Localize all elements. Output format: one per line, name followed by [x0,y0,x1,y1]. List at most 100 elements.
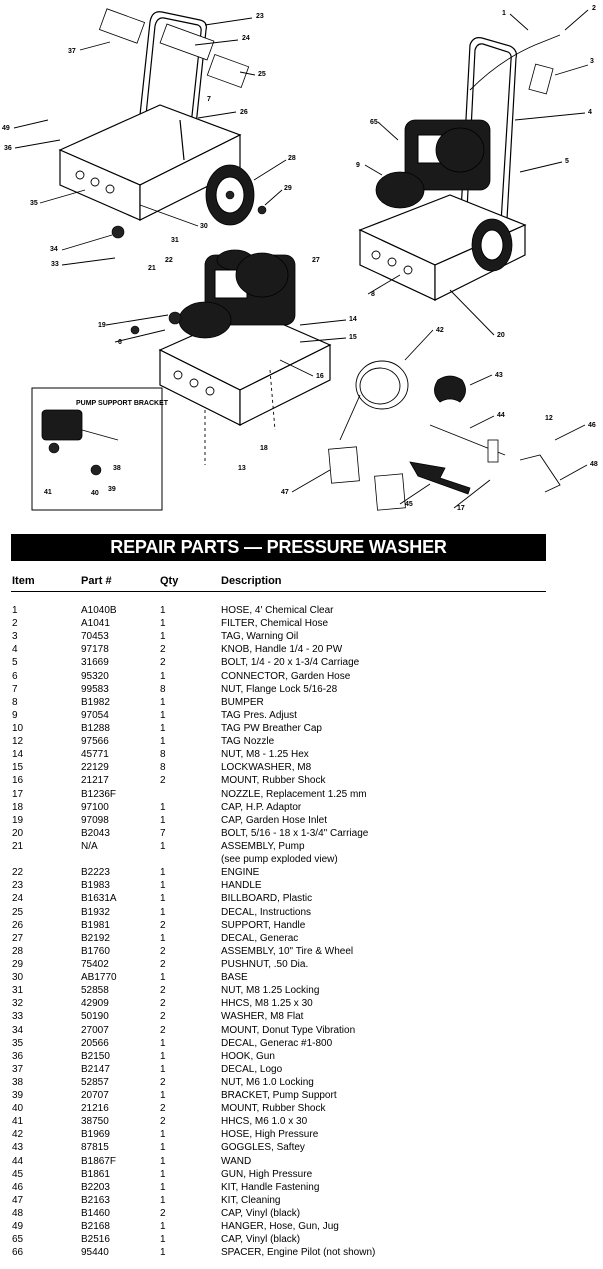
description-cell: SUPPORT, Handle [221,919,306,931]
item-cell: 49 [12,1221,24,1233]
item-cell: 9 [12,709,18,721]
item-cell: 4 [12,644,18,656]
item-cell: 65 [12,1234,24,1246]
description-cell: KNOB, Handle 1/4 - 20 PW [221,644,343,656]
part-number-cell: 97098 [81,814,109,826]
quantity-cell: 1 [160,1234,166,1246]
item-cell: 26 [12,919,24,931]
billboard [159,23,215,61]
quantity-cell: 1 [160,1142,166,1154]
quantity-cell: 2 [160,644,166,656]
item-cell: 44 [12,1155,24,1167]
part-number-cell: B1861 [81,1168,110,1180]
leader-lines [13,9,589,509]
quantity-cell: 1 [160,722,166,734]
part-number-cell: 31669 [81,657,109,669]
description-cell: HHCS, M6 1.0 x 30 [221,1116,308,1128]
item-cell: 17 [12,788,24,800]
item-cell: 41 [12,1116,24,1128]
description-cell: MOUNT, Donut Type Vibration [221,1024,356,1036]
quantity-cell: 2 [160,998,166,1010]
item-cell: 33 [12,1011,24,1023]
description-cell: BILLBOARD, Plastic [221,893,313,905]
part-number-cell: 45771 [81,749,109,761]
description-cell: NUT, M8 1.25 Locking [221,985,320,997]
callout: 37 [68,48,76,55]
decal-logo [98,8,146,44]
callout: 19 [98,322,106,329]
callout: 20 [497,332,505,339]
quantity-cell: 1 [160,1194,166,1206]
item-cell: 43 [12,1142,24,1154]
description-cell: BOLT, 1/4 - 20 x 1-3/4 Carriage [221,657,360,669]
part-number-cell: B2147 [81,1063,110,1075]
description-cell: BRACKET, Pump Support [221,1090,337,1102]
quantity-cell: 1 [160,1247,166,1259]
item-cell: 32 [12,998,24,1010]
quantity-cell: 1 [160,1181,166,1193]
item-cell: 29 [12,958,24,970]
item-cell: 7 [12,683,18,695]
column-header-item: Item [12,575,35,587]
quantity-cell: 1 [160,618,166,630]
callout-labels: 1 2 3 4 5 6 7 8 9 12 13 14 15 16 17 18 1… [2,5,598,512]
item-cell: 36 [12,1050,24,1062]
quantity-cell: 1 [160,736,166,748]
quantity-cell: 8 [160,762,166,774]
callout: 46 [588,422,596,429]
callout: 49 [2,125,10,132]
description-cell: HOOK, Gun [221,1050,275,1062]
description-cell: BUMPER [221,696,264,708]
cleaning-kit-bag-1 [328,446,360,484]
item-cell: 42 [12,1129,24,1141]
diagram-svg: PUMP SUPPORT BRACKET 1 2 [2,5,598,512]
quantity-cell: 1 [160,893,166,905]
tag-warning-oil [528,63,554,95]
part-number-cell: B2203 [81,1181,110,1193]
description-cell: NOZZLE, Replacement 1.25 mm [221,788,367,800]
description-cell: KIT, Handle Fastening [221,1181,320,1193]
callout: 5 [565,158,569,165]
item-cell: 48 [12,1208,24,1220]
callout: 45 [405,501,413,508]
description-cell: HOSE, 4' Chemical Clear [221,605,334,616]
part-number-cell: 20707 [81,1090,109,1102]
cleaning-kit-bag-2 [374,473,406,511]
part-number-cell: A1040B [81,605,117,616]
quantity-cell: 2 [160,1076,166,1088]
item-cell: 8 [12,696,18,708]
callout: 42 [436,327,444,334]
item-cell: 30 [12,972,24,984]
callout: 18 [260,445,268,452]
description-cell: KIT, Cleaning [221,1194,281,1206]
description-cell: GUN, High Pressure [221,1168,313,1180]
description-cell: LOCKWASHER, M8 [221,762,312,774]
item-cell: 10 [12,722,24,734]
decal-instructions [206,53,250,89]
callout: 40 [91,490,99,497]
column-header-description: Description [221,575,282,587]
description-cell: (see pump exploded view) [221,854,338,866]
description-cell: TAG Pres. Adjust [221,709,297,721]
part-number-cell: B2516 [81,1234,110,1246]
item-cell: 25 [12,906,24,918]
callout: 39 [108,486,116,493]
